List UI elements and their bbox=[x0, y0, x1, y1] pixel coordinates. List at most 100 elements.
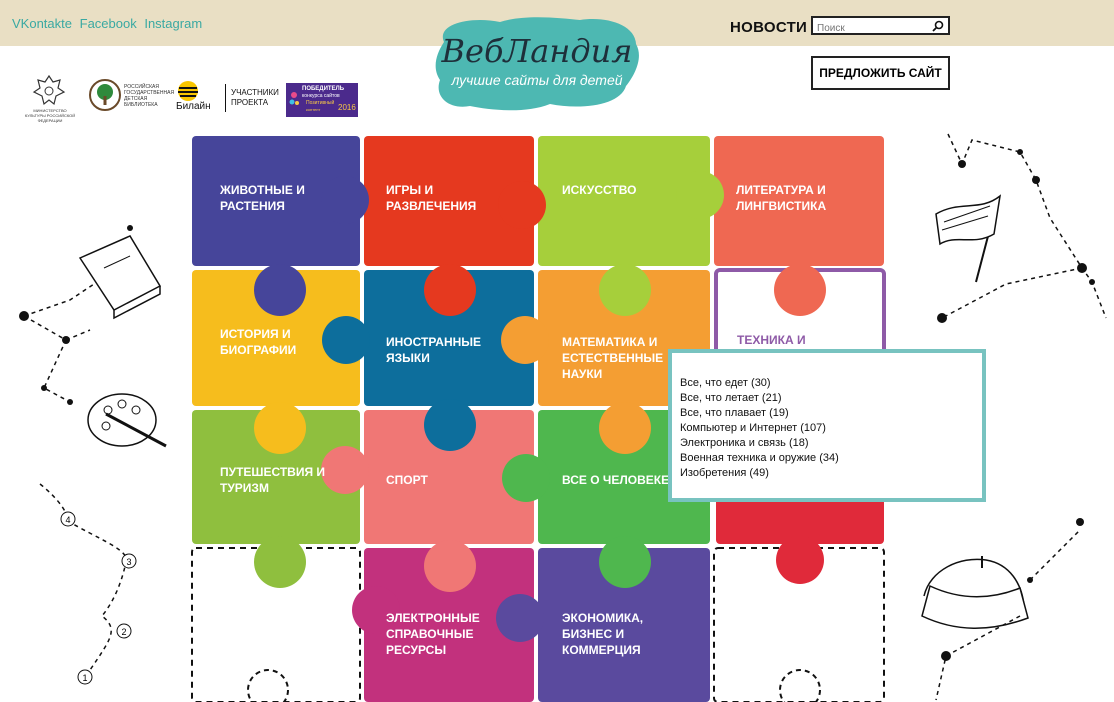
puzzle-piece-human[interactable] bbox=[538, 410, 710, 544]
puzzle-knob bbox=[676, 171, 724, 219]
step-3-label: 3 bbox=[126, 557, 131, 567]
puzzle-knob-outline bbox=[247, 669, 289, 702]
step-1-badge: 1 bbox=[77, 669, 93, 685]
puzzle-piece-languages[interactable] bbox=[364, 270, 534, 406]
step-2-badge: 2 bbox=[116, 623, 132, 639]
site-logo[interactable]: ВебЛандия лучшие сайты для детей bbox=[430, 14, 644, 120]
puzzle-knob bbox=[599, 402, 651, 454]
puzzle-knob bbox=[498, 181, 546, 229]
step-2-label: 2 bbox=[121, 627, 126, 637]
palette-icon bbox=[87, 393, 167, 448]
submenu-item[interactable]: Военная техника и оружие (34) bbox=[680, 452, 839, 464]
category-economics-label[interactable]: Экономика, бизнес и коммерция bbox=[562, 611, 644, 657]
ministry-caption: МИНИСТЕРСТВО КУЛЬТУРЫ РОССИЙСКОЙ ФЕДЕРАЦ… bbox=[24, 108, 76, 123]
puzzle-knob bbox=[424, 399, 476, 451]
flag-icon bbox=[935, 194, 1002, 283]
puzzle-piece-travel[interactable] bbox=[192, 410, 360, 544]
puzzle-knob bbox=[352, 586, 400, 634]
puzzle-knob bbox=[424, 264, 476, 316]
puzzle-piece-sport[interactable] bbox=[364, 410, 534, 544]
puzzle-knob bbox=[776, 536, 824, 584]
winner-line-1: ПОБЕДИТЕЛЬ bbox=[302, 86, 345, 92]
category-languages-label[interactable]: Иностранные языки bbox=[386, 335, 482, 365]
category-human-label[interactable]: Все о человеке bbox=[562, 473, 670, 487]
puzzle-knob bbox=[496, 594, 544, 642]
beeline-caption: Билайн bbox=[176, 101, 211, 112]
book-icon bbox=[78, 235, 162, 320]
puzzle-piece-history[interactable] bbox=[192, 270, 360, 406]
participants-caption: УЧАСТНИКИ ПРОЕКТА bbox=[231, 88, 279, 107]
category-technology-label[interactable]: Техника и bbox=[737, 333, 806, 347]
winner-line-2: конкурса сайтов bbox=[302, 93, 340, 99]
puzzle-knob bbox=[321, 176, 369, 224]
puzzle-knob-outline bbox=[779, 669, 821, 702]
puzzle-piece-literature[interactable] bbox=[714, 136, 884, 266]
social-links: VKontakte Facebook Instagram bbox=[12, 16, 206, 31]
puzzle-piece-economics[interactable] bbox=[538, 548, 710, 702]
submenu-item[interactable]: Все, что едет (30) bbox=[680, 377, 771, 389]
submenu-item[interactable]: Изобретения (49) bbox=[680, 467, 769, 479]
category-animals-label[interactable]: Животные и растения bbox=[220, 183, 305, 213]
search-input[interactable] bbox=[813, 21, 927, 36]
puzzle-knob bbox=[599, 536, 651, 588]
crown-icon bbox=[921, 556, 1029, 629]
winner-line-3: Позитивный bbox=[306, 100, 335, 106]
category-literature-label[interactable]: Литература и лингвистика bbox=[736, 183, 827, 213]
news-link[interactable]: НОВОСТИ bbox=[730, 19, 808, 36]
logo-subtitle: лучшие сайты для детей bbox=[451, 72, 623, 88]
puzzle-knob bbox=[321, 446, 369, 494]
category-sport-label[interactable]: Спорт bbox=[386, 473, 428, 487]
winner-star-icon bbox=[289, 92, 299, 105]
puzzle-piece-red-partial[interactable] bbox=[716, 490, 884, 544]
puzzle-piece-math[interactable] bbox=[538, 270, 710, 406]
submenu-item[interactable]: Электроника и связь (18) bbox=[680, 437, 809, 449]
category-travel-label[interactable]: Путешествия и туризм bbox=[220, 465, 326, 495]
sponsor-library[interactable]: РОССИЙСКАЯ ГОСУДАРСТВЕННАЯ ДЕТСКАЯ БИБЛИ… bbox=[88, 78, 174, 118]
puzzle-piece-reference[interactable] bbox=[364, 548, 534, 702]
category-history-label[interactable]: История и биографии bbox=[220, 327, 297, 357]
library-caption: РОССИЙСКАЯ ГОСУДАРСТВЕННАЯ ДЕТСКАЯ БИБЛИ… bbox=[124, 84, 175, 108]
library-tree-logo-icon bbox=[89, 79, 121, 111]
puzzle-knob bbox=[254, 536, 306, 588]
winner-line-4: контент bbox=[306, 107, 321, 112]
logo-title: ВебЛандия bbox=[441, 32, 633, 70]
eagle-emblem-icon bbox=[32, 74, 66, 106]
propose-site-button[interactable]: ПРЕДЛОЖИТЬ САЙТ bbox=[811, 56, 950, 90]
category-reference-label[interactable]: Электронные справочные ресурсы bbox=[386, 611, 480, 657]
puzzle-piece-games[interactable] bbox=[364, 136, 534, 266]
puzzle-knob bbox=[322, 316, 370, 364]
puzzle-piece-art[interactable] bbox=[538, 136, 710, 266]
puzzle-piece-animals[interactable] bbox=[192, 136, 360, 266]
logo-blob bbox=[435, 17, 639, 111]
step-1-label: 1 bbox=[82, 673, 87, 683]
instagram-link[interactable]: Instagram bbox=[144, 16, 203, 31]
submenu-item[interactable]: Все, что летает (21) bbox=[680, 392, 782, 404]
puzzle-knob bbox=[424, 540, 476, 592]
step-4-badge: 4 bbox=[60, 511, 76, 527]
submenu-item[interactable]: Все, что плавает (19) bbox=[680, 407, 789, 419]
category-art-label[interactable]: Искусство bbox=[562, 183, 637, 197]
vkontakte-link[interactable]: VKontakte bbox=[12, 16, 72, 31]
category-math-label[interactable]: Математика и естественные науки bbox=[562, 335, 664, 381]
technology-submenu: Все, что едет (30) Все, что летает (21) … bbox=[668, 349, 986, 502]
puzzle-knob bbox=[599, 264, 651, 316]
category-games-label[interactable]: Игры и развлечения bbox=[386, 183, 477, 213]
puzzle-knob bbox=[502, 454, 550, 502]
puzzle-knob bbox=[774, 264, 826, 316]
winner-year: 2016 bbox=[338, 103, 356, 112]
submenu-item[interactable]: Компьютер и Интернет (107) bbox=[680, 422, 826, 434]
facebook-link[interactable]: Facebook bbox=[79, 16, 137, 31]
puzzle-knob bbox=[254, 402, 306, 454]
search-icon[interactable] bbox=[932, 19, 944, 37]
sponsor-winner-badge[interactable]: ПОБЕДИТЕЛЬ конкурса сайтов Позитивный ко… bbox=[286, 83, 358, 117]
search-box bbox=[811, 16, 950, 37]
beeline-logo-icon bbox=[178, 81, 198, 101]
sponsor-beeline[interactable]: Билайн bbox=[176, 80, 226, 114]
step-4-label: 4 bbox=[65, 515, 70, 525]
sponsor-ministry[interactable]: МИНИСТЕРСТВО КУЛЬТУРЫ РОССИЙСКОЙ ФЕДЕРАЦ… bbox=[24, 74, 76, 124]
step-3-badge: 3 bbox=[121, 553, 137, 569]
puzzle-knob bbox=[254, 264, 306, 316]
participants-divider bbox=[225, 84, 226, 112]
